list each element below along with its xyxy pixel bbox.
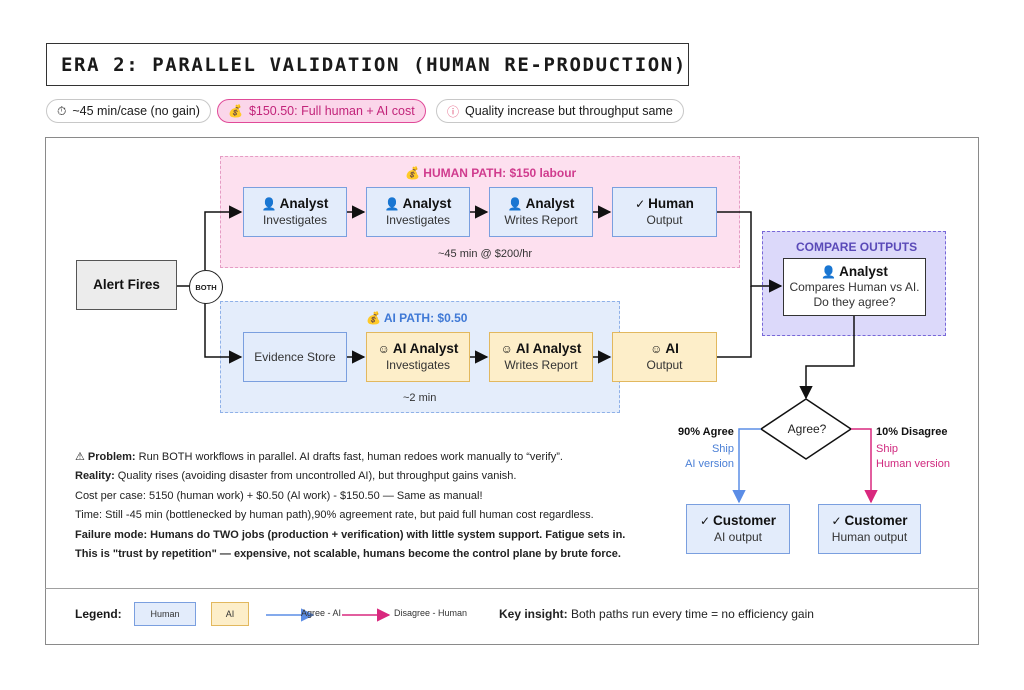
cost-chip: 💰 $150.50: Full human + AI cost <box>217 99 426 123</box>
legend-ai-swatch: AI <box>211 602 249 626</box>
money-bag-icon: 💰 <box>228 104 243 118</box>
legend-divider <box>45 588 979 589</box>
evidence-store-box: Evidence Store <box>243 332 347 382</box>
ai-step-investigates: ☺AI Analyst Investigates <box>366 332 470 382</box>
human-path-note: ~45 min @ $200/hr <box>438 248 533 260</box>
time-line: Time: Still -45 min (bottlenecked by hum… <box>75 509 594 522</box>
legend: Legend: Human AI Agree - AI Disagree - H… <box>75 602 955 626</box>
warning-icon: ⚠ <box>75 451 88 463</box>
quality-chip-label: Quality increase but throughput same <box>465 104 673 118</box>
failure-line: Failure mode: Humans do TWO jobs (produc… <box>75 528 626 541</box>
human-output-box: ✓Human Output <box>612 187 717 237</box>
disagree-label: 10% Disagree <box>876 426 948 438</box>
time-chip-label: ~45 min/case (no gain) <box>72 104 200 118</box>
ai-path-note: ~2 min <box>403 392 437 404</box>
key-insight: Key insight: Both paths run every time =… <box>499 607 814 621</box>
reality-line: Reality: Quality rises (avoiding disaste… <box>75 470 517 483</box>
check-icon: ✓ <box>635 197 646 212</box>
legend-disagree-label: Disagree - Human <box>394 608 468 618</box>
alert-fires-box: Alert Fires <box>76 260 177 310</box>
time-chip: ⏱ ~45 min/case (no gain) <box>46 99 211 123</box>
customer-human-box: ✓Customer Human output <box>818 504 921 554</box>
decision-label: Agree? <box>787 422 827 436</box>
problem-line: ⚠ Problem: Run BOTH workflows in paralle… <box>75 451 563 463</box>
robot-icon: ☺ <box>377 342 390 357</box>
disagree-action: Ship Human version <box>876 443 950 470</box>
page-title: ERA 2: PARALLEL VALIDATION (HUMAN RE-PRO… <box>61 53 687 76</box>
agree-label: 90% Agree <box>678 426 734 438</box>
customer-ai-box: ✓Customer AI output <box>686 504 790 554</box>
money-bag-icon: 💰 <box>366 311 384 325</box>
legend-human-swatch: Human <box>134 602 196 626</box>
ai-step-writes-report: ☺AI Analyst Writes Report <box>489 332 593 382</box>
human-step-1: 👤Analyst Investigates <box>243 187 347 237</box>
page-title-box: ERA 2: PARALLEL VALIDATION (HUMAN RE-PRO… <box>46 43 689 86</box>
check-icon: ✓ <box>699 514 711 529</box>
both-node: BOTH <box>189 270 223 304</box>
trust-line: This is "trust by repetition" — expensiv… <box>75 548 621 561</box>
ai-path-title: 💰 AI PATH: $0.50 <box>366 311 468 325</box>
explanation-block: ⚠ Problem: Run BOTH workflows in paralle… <box>75 448 675 565</box>
stopwatch-icon: ⏱ <box>57 103 67 118</box>
legend-title: Legend: <box>75 607 122 621</box>
robot-icon: ☺ <box>650 342 663 357</box>
person-icon: 👤 <box>261 197 277 212</box>
compare-title: COMPARE OUTPUTS <box>796 240 918 254</box>
agree-action: Ship AI version <box>685 443 734 470</box>
quality-chip: ⓘ Quality increase but throughput same <box>436 99 684 123</box>
human-step-3: 👤Analyst Writes Report <box>489 187 593 237</box>
alert-fires-label: Alert Fires <box>93 276 160 292</box>
compare-analyst-box: 👤Analyst Compares Human vs AI. Do they a… <box>783 258 926 316</box>
cost-line: Cost per case: 5150 (human work) + $0.50… <box>75 489 483 502</box>
robot-icon: ☺ <box>500 342 513 357</box>
legend-agree-label: Agree - AI <box>301 608 342 618</box>
human-step-2: 👤Analyst Investigates <box>366 187 470 237</box>
person-icon: 👤 <box>384 197 400 212</box>
person-icon: 👤 <box>821 264 837 279</box>
info-icon: ⓘ <box>447 104 460 119</box>
ai-output-box: ☺AI Output <box>612 332 717 382</box>
person-icon: 👤 <box>507 197 523 212</box>
human-path-title: 💰 HUMAN PATH: $150 labour <box>405 166 577 180</box>
check-icon: ✓ <box>831 514 842 529</box>
money-bag-icon: 💰 <box>405 166 424 180</box>
cost-chip-label: $150.50: Full human + AI cost <box>248 104 415 118</box>
